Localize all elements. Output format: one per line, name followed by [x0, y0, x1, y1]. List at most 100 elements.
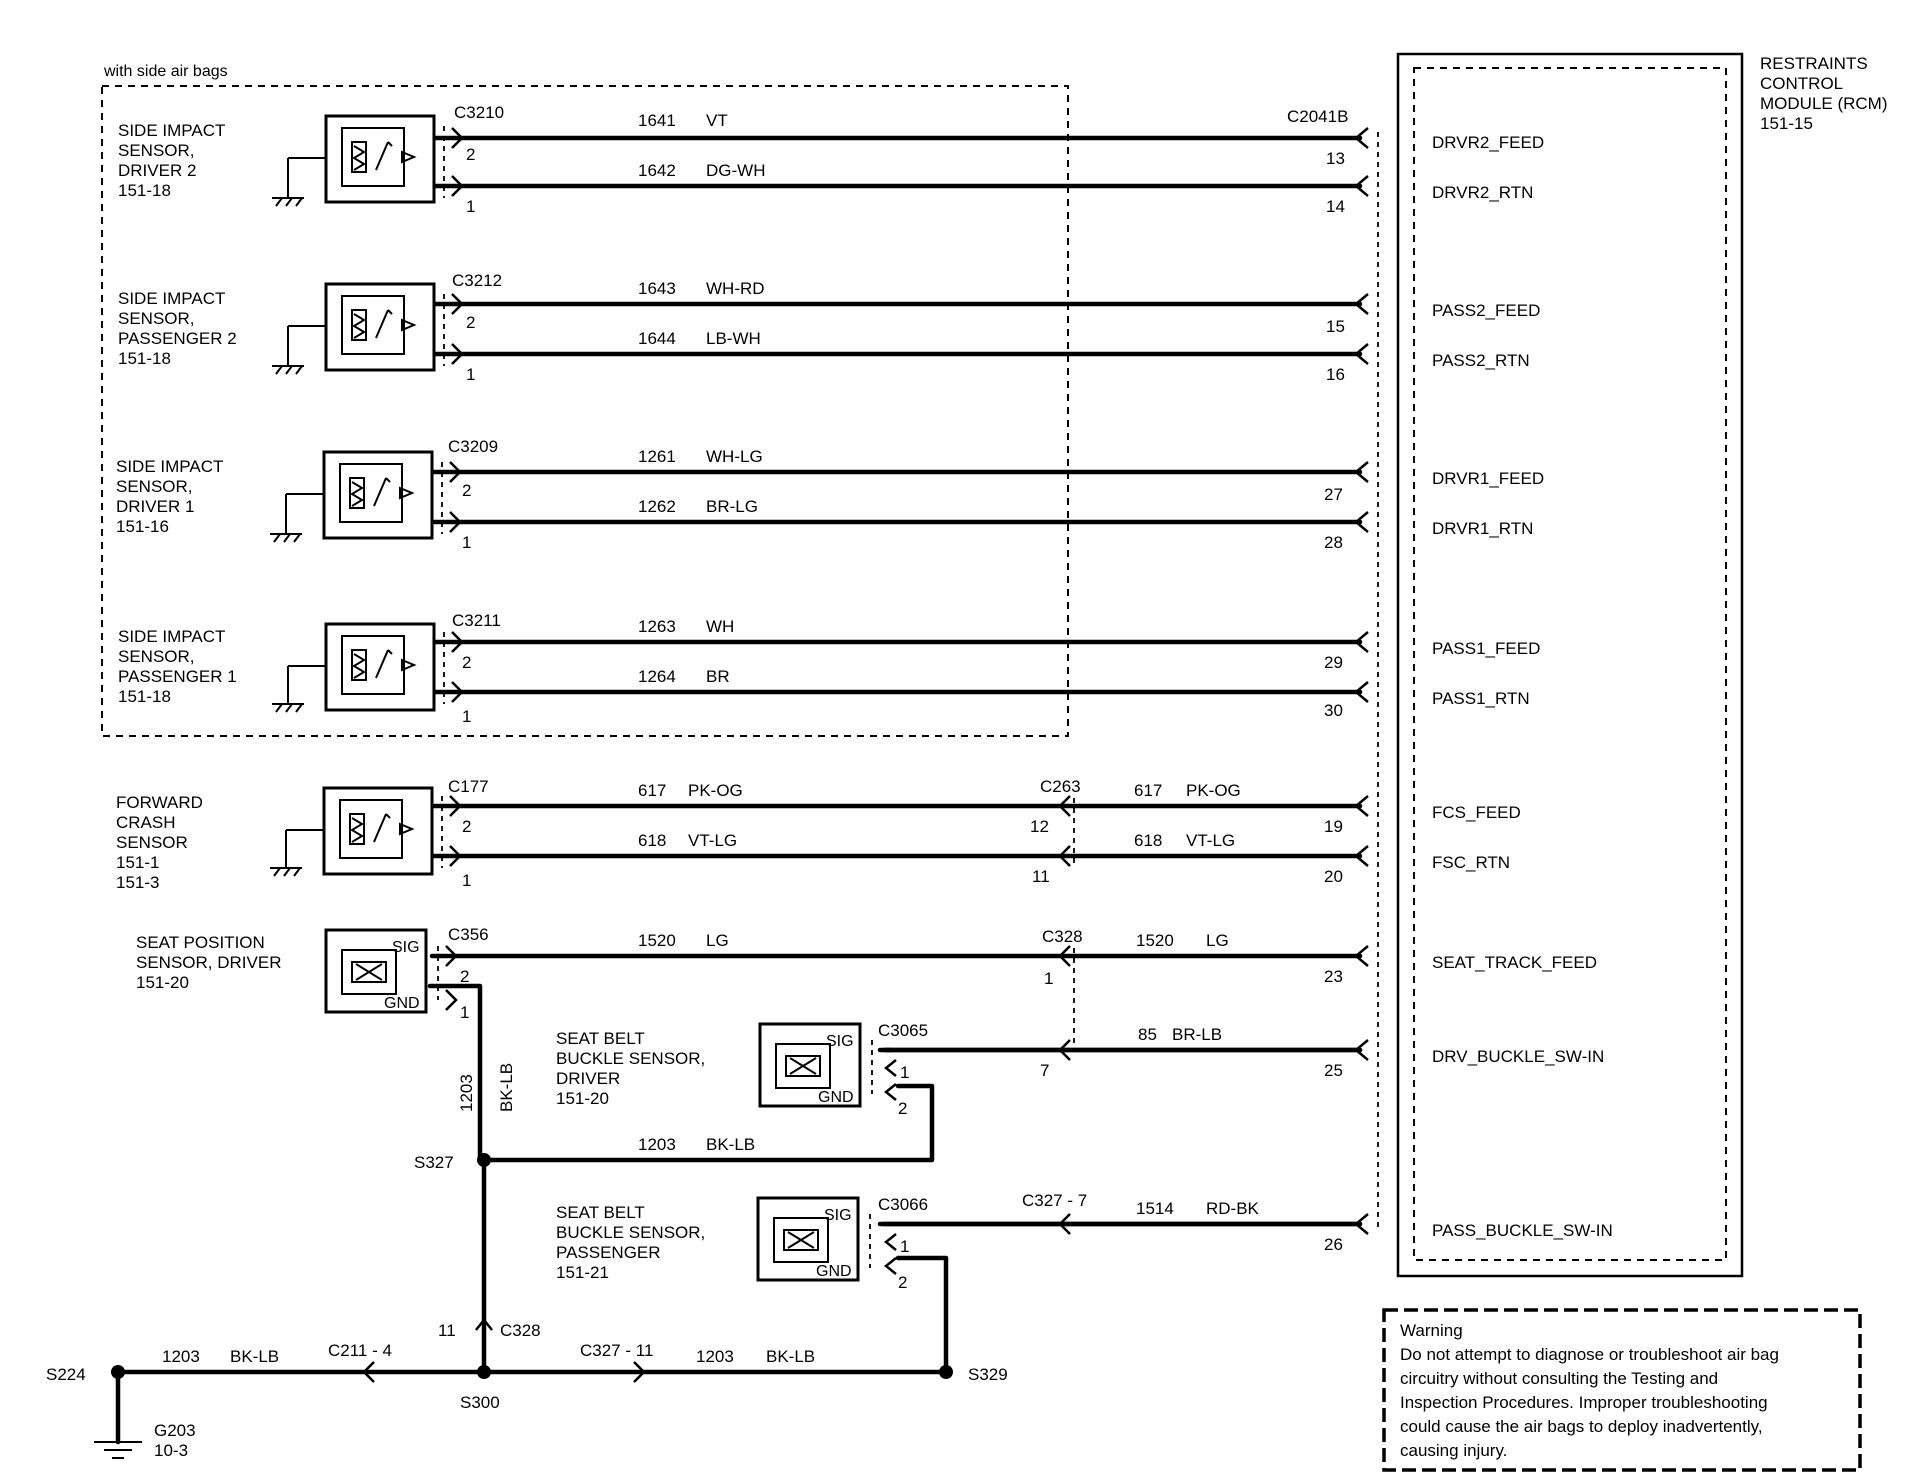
wire-circuit: 1643	[638, 279, 676, 298]
pin-label: GND	[818, 1089, 854, 1106]
pin-number: 19	[1324, 817, 1343, 836]
rcm-outline	[1396, 52, 1744, 1278]
sensor-passenger-2: SIDE IMPACT SENSOR, PASSENGER 2 151-18 C…	[118, 271, 502, 384]
sensor-label: CRASH	[116, 813, 176, 832]
arrow-icon	[1354, 795, 1369, 817]
pin-number: 1	[462, 871, 471, 890]
pin-number: 1	[466, 365, 475, 384]
resistor-icon	[349, 813, 365, 845]
wire-color: BK-LB	[497, 1063, 516, 1112]
arrow-icon	[1354, 631, 1369, 653]
sensor-label: SIDE IMPACT	[118, 289, 225, 308]
ground-hatch	[275, 703, 303, 713]
hall-element-icon	[351, 961, 387, 983]
ground-hatch	[273, 867, 301, 877]
sensor-label: SEAT BELT	[556, 1203, 645, 1222]
pin-number: 2	[466, 145, 475, 164]
ground-hatch	[275, 197, 303, 207]
coil-icon	[352, 145, 366, 171]
pin-number: 12	[1030, 817, 1049, 836]
pin-signal: PASS_BUCKLE_SW-IN	[1432, 1221, 1613, 1240]
pin-signal: DRVR2_FEED	[1432, 133, 1544, 152]
pin-number: 1	[462, 533, 471, 552]
pin-number: 1	[1044, 969, 1053, 988]
arrow-icon	[1354, 175, 1369, 197]
wire-circuit: 1644	[638, 329, 676, 348]
connector-label: C211 - 4	[328, 1341, 392, 1360]
splice-s327	[477, 1153, 491, 1167]
pin-signal: PASS2_FEED	[1432, 301, 1540, 320]
arrow-icon	[451, 681, 464, 703]
ground-hatch	[273, 533, 301, 543]
sensor-label: BUCKLE SENSOR,	[556, 1223, 705, 1242]
pin-signal: SEAT_TRACK_FEED	[1432, 953, 1597, 972]
wire-color: LB-WH	[706, 329, 761, 348]
triangle-icon	[399, 486, 415, 500]
splice-s329	[939, 1365, 953, 1379]
connector-label: C328	[500, 1321, 541, 1340]
wire-circuit: 1262	[638, 497, 676, 516]
connector-label: C3211	[452, 611, 501, 630]
sensor-label: 151-1	[116, 853, 159, 872]
pin-signal: FSC_RTN	[1432, 853, 1510, 872]
splice-s300	[477, 1365, 491, 1379]
sensor-label: FORWARD	[116, 793, 203, 812]
pin-label: SIG	[826, 1033, 854, 1050]
pin-number: 1	[466, 197, 475, 216]
switch-icon	[375, 649, 393, 679]
connector-label: C3210	[454, 103, 504, 122]
pin-number: 23	[1324, 967, 1343, 986]
arrow-icon	[1354, 293, 1369, 315]
sensor-box	[758, 1022, 862, 1108]
switch-icon	[375, 309, 393, 339]
hall-cross-icon	[355, 963, 383, 981]
pin-signal: PASS1_RTN	[1432, 689, 1530, 708]
sensor-label: 151-21	[556, 1263, 609, 1282]
splice-label: S224	[46, 1365, 86, 1384]
wire-circuit: 1203	[162, 1347, 200, 1366]
arrow-icon	[1354, 845, 1369, 867]
pin-number: 2	[462, 817, 471, 836]
sensor-inner	[773, 1217, 829, 1263]
resistor-icon	[351, 309, 367, 341]
arrow-icon	[883, 1257, 897, 1275]
sensor-label: BUCKLE SENSOR,	[556, 1049, 705, 1068]
sensor-label: 151-18	[118, 181, 171, 200]
arrow-icon	[445, 989, 458, 1011]
splice-label: S329	[968, 1365, 1008, 1384]
warning-line: Inspection Procedures. Improper troubles…	[1400, 1393, 1768, 1412]
switch-icon	[373, 813, 391, 843]
pin-signal: PASS2_RTN	[1432, 351, 1530, 370]
rcm-title-4: 151-15	[1760, 114, 1813, 133]
warning-title: Warning	[1400, 1321, 1463, 1340]
arrow-icon	[451, 175, 464, 197]
arrow-icon	[1058, 845, 1071, 867]
sensor-label: SENSOR, DRIVER	[136, 953, 281, 972]
pin-number: 2	[462, 653, 471, 672]
pin-number: 11	[438, 1321, 456, 1340]
arrow-icon	[451, 127, 464, 149]
warning-box	[1382, 1308, 1862, 1472]
wire-circuit: 1641	[638, 111, 676, 130]
pin-number: 30	[1324, 701, 1343, 720]
sensor-label: SENSOR,	[118, 309, 195, 328]
sensor-label: DRIVER	[556, 1069, 620, 1088]
connector-label: C3065	[878, 1021, 928, 1040]
arrow-icon	[1354, 945, 1369, 967]
pin-number: 2	[466, 313, 475, 332]
sensor-inner	[341, 635, 405, 695]
rcm-title-3: MODULE (RCM)	[1760, 94, 1888, 113]
region-label: with side air bags	[103, 63, 228, 80]
wire-color: BK-LB	[230, 1347, 279, 1366]
sensor-passenger-1: SIDE IMPACT SENSOR, PASSENGER 1 151-18 C…	[118, 611, 501, 726]
wire-color: BR-LG	[706, 497, 758, 516]
sensor-label: 151-16	[116, 517, 169, 536]
pin-number: 2	[462, 481, 471, 500]
arrow-icon	[1058, 945, 1071, 967]
pin-number: 2	[898, 1099, 907, 1118]
wire-color: BR	[706, 667, 730, 686]
coil-icon	[350, 817, 364, 843]
wire-circuit: 1203	[457, 1074, 476, 1112]
switch-icon	[373, 477, 391, 507]
arrow-icon	[451, 293, 464, 315]
